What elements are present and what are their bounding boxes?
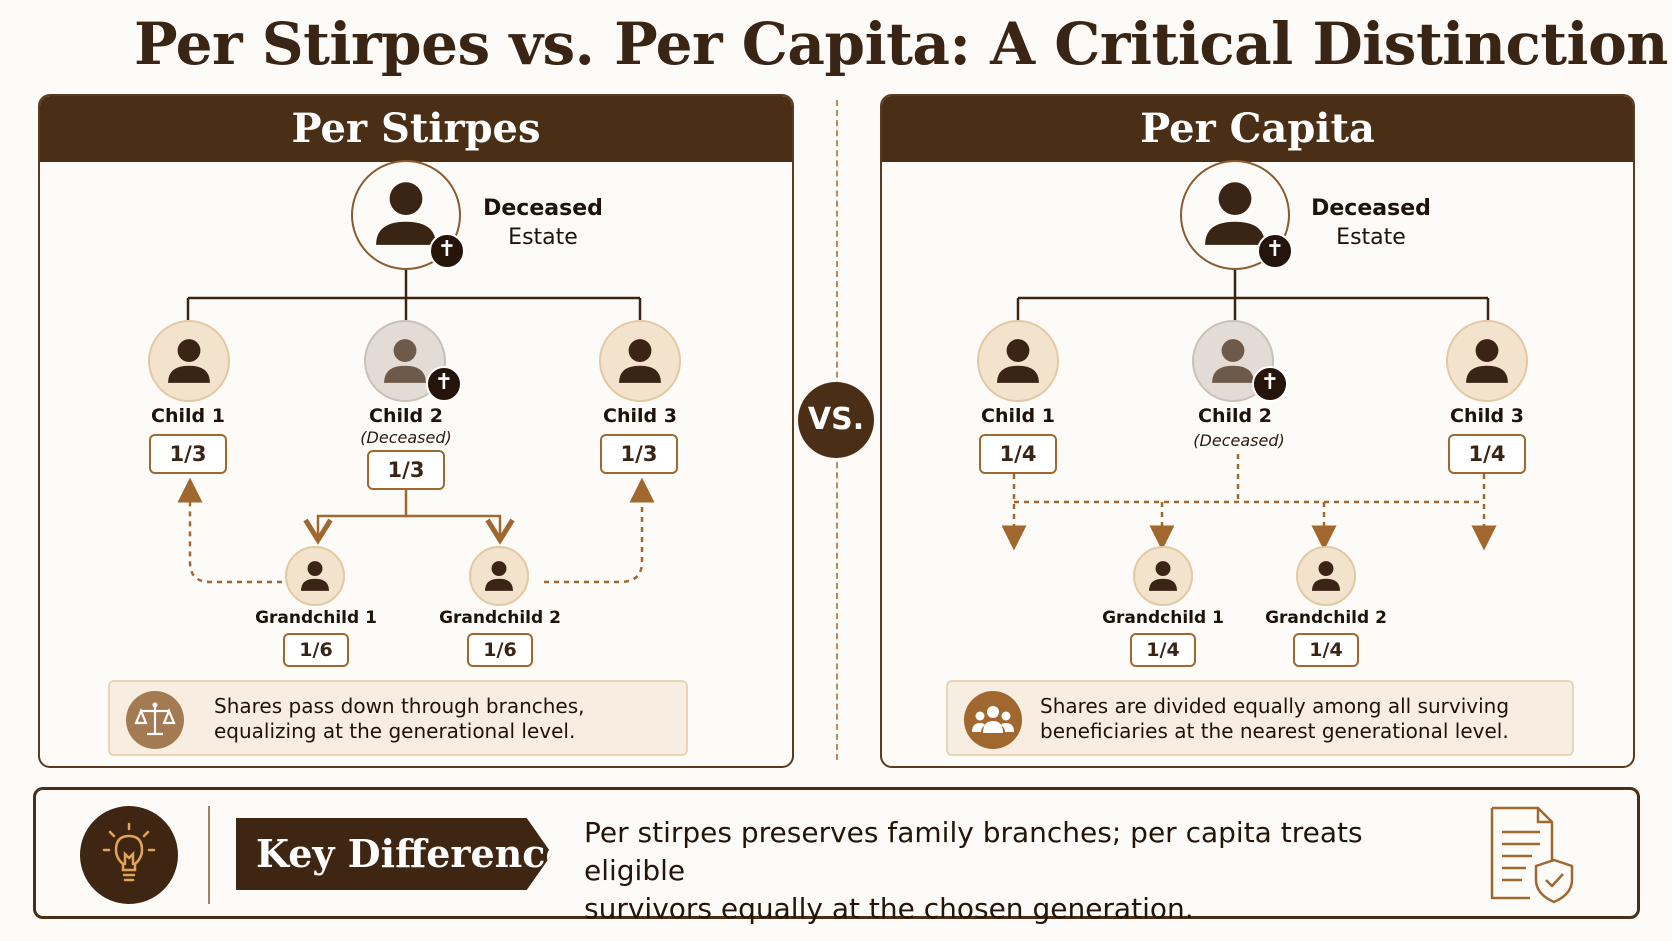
left-root-label: Deceased Estate — [468, 196, 618, 250]
right-grandchild-1-label: Grandchild 1 — [1102, 608, 1224, 628]
key-line: survivors equally at the chosen generati… — [584, 892, 1194, 925]
note-line: beneficiaries at the nearest generationa… — [1040, 719, 1509, 743]
right-child-1-avatar — [977, 320, 1059, 402]
key-line: Per stirpes preserves family branches; p… — [584, 816, 1363, 887]
root-sub: Estate — [508, 225, 578, 250]
left-note: Shares pass down through branches, equal… — [108, 680, 688, 756]
per-stirpes-header: Per Stirpes — [40, 96, 792, 162]
person-icon — [997, 339, 1039, 383]
cross-icon: ✝ — [429, 233, 465, 269]
left-child-1-share: 1/3 — [149, 434, 227, 474]
left-child-3-label: Child 3 — [603, 405, 677, 427]
left-child-1-label: Child 1 — [151, 405, 225, 427]
right-child-1-share: 1/4 — [979, 434, 1057, 474]
note-line: Shares pass down through branches, — [214, 694, 585, 718]
person-icon — [1466, 339, 1508, 383]
right-note-text: Shares are divided equally among all sur… — [1040, 694, 1509, 744]
left-child-3-share: 1/3 — [600, 434, 678, 474]
root-sub: Estate — [1336, 225, 1406, 250]
key-difference-label: Key Difference — [236, 818, 552, 890]
root-name: Deceased — [483, 196, 603, 221]
person-icon — [301, 561, 329, 591]
root-name: Deceased — [1311, 196, 1431, 221]
lightbulb-icon — [80, 806, 178, 904]
right-grandchild-1-avatar — [1133, 546, 1193, 606]
left-child-3-avatar — [599, 320, 681, 402]
person-icon — [376, 182, 436, 245]
person-icon — [168, 339, 210, 383]
left-child-2-share: 1/3 — [367, 450, 445, 490]
vs-badge: VS. — [798, 382, 874, 458]
left-grandchild-1-avatar — [285, 546, 345, 606]
left-grandchild-2-share: 1/6 — [467, 633, 533, 667]
left-grandchild-2-label: Grandchild 2 — [439, 608, 561, 628]
right-child-3-avatar — [1446, 320, 1528, 402]
left-child-2-avatar — [364, 320, 446, 402]
note-line: Shares are divided equally among all sur… — [1040, 694, 1510, 718]
key-difference-box: Key Difference Per stirpes preserves fam… — [33, 787, 1640, 925]
right-deceased-avatar — [1180, 160, 1290, 270]
person-icon — [1312, 561, 1340, 591]
cross-icon: ✝ — [426, 366, 462, 402]
key-difference-text: Per stirpes preserves family branches; p… — [584, 814, 1464, 928]
cross-icon: ✝ — [1257, 233, 1293, 269]
person-icon — [619, 339, 661, 383]
left-grandchild-2-avatar — [469, 546, 529, 606]
note-line: equalizing at the generational level. — [214, 719, 576, 743]
person-icon — [384, 339, 426, 383]
right-child-2-label: Child 2 — [1198, 405, 1272, 427]
cross-icon: ✝ — [1252, 366, 1288, 402]
page-title: Per Stirpes vs. Per Capita: A Critical D… — [134, 10, 1668, 78]
left-child-1-avatar — [148, 320, 230, 402]
right-grandchild-2-avatar — [1296, 546, 1356, 606]
person-icon — [1149, 561, 1177, 591]
left-note-text: Shares pass down through branches, equal… — [214, 694, 585, 744]
right-child-3-label: Child 3 — [1450, 405, 1524, 427]
left-grandchild-1-share: 1/6 — [283, 633, 349, 667]
right-grandchild-1-share: 1/4 — [1130, 633, 1196, 667]
per-capita-header: Per Capita — [882, 96, 1633, 162]
left-child-2-note: (Deceased) — [360, 428, 452, 447]
document-shield-icon — [1482, 802, 1582, 906]
right-grandchild-2-label: Grandchild 2 — [1265, 608, 1387, 628]
right-child-2-note: (Deceased) — [1193, 431, 1285, 450]
left-grandchild-1-label: Grandchild 1 — [255, 608, 377, 628]
right-grandchild-2-share: 1/4 — [1293, 633, 1359, 667]
scales-icon — [126, 691, 184, 749]
person-icon — [1205, 182, 1265, 245]
right-child-1-label: Child 1 — [981, 405, 1055, 427]
separator — [208, 806, 210, 904]
right-root-label: Deceased Estate — [1296, 196, 1446, 250]
person-icon — [1212, 339, 1254, 383]
group-icon — [964, 691, 1022, 749]
left-child-2-label: Child 2 — [369, 405, 443, 427]
right-note: Shares are divided equally among all sur… — [946, 680, 1574, 756]
person-icon — [485, 561, 513, 591]
right-child-3-share: 1/4 — [1448, 434, 1526, 474]
